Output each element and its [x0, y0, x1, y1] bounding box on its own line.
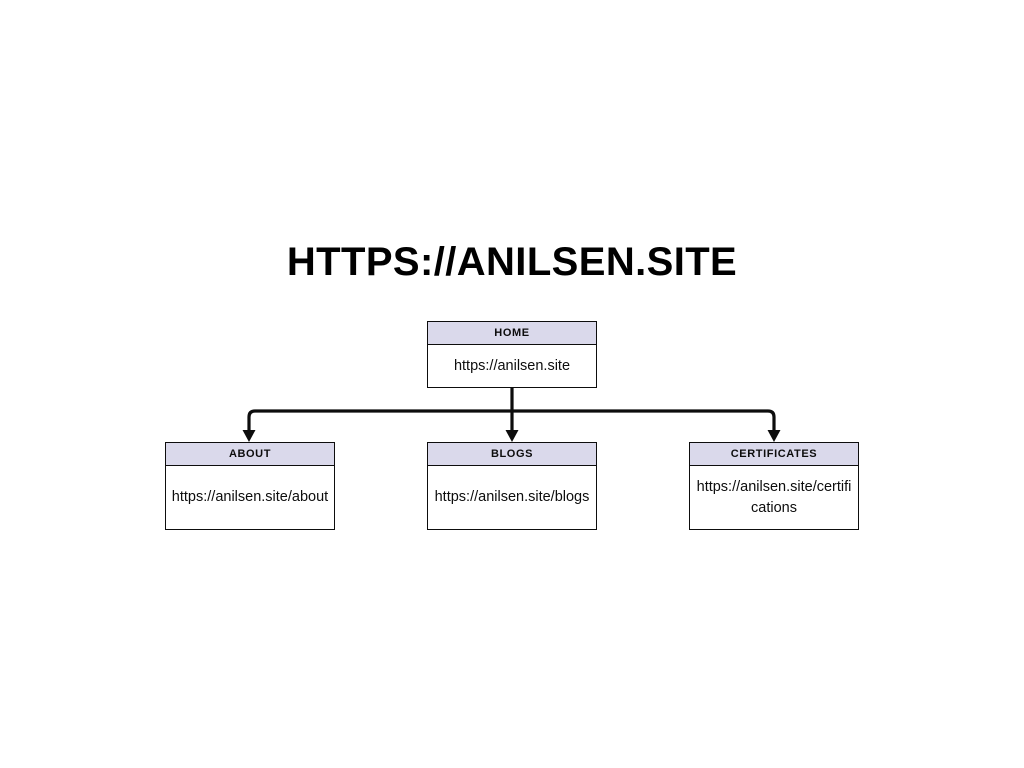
- node-home-url: https://anilsen.site: [453, 357, 571, 374]
- arrowhead-blogs: [505, 430, 519, 442]
- arrowhead-about: [242, 430, 256, 442]
- node-blogs-header: BLOGS: [428, 443, 596, 466]
- node-blogs[interactable]: BLOGS https://anilsen.site/blogs: [427, 442, 597, 530]
- arrowhead-certificates: [767, 430, 781, 442]
- node-about[interactable]: ABOUT https://anilsen.site/about: [165, 442, 335, 530]
- node-about-url: https://anilsen.site/about: [171, 489, 329, 505]
- node-certificates[interactable]: CERTIFICATES https://anilsen.site/certif…: [689, 442, 859, 530]
- node-home[interactable]: HOME https://anilsen.site: [427, 321, 597, 388]
- node-home-header: HOME: [428, 322, 596, 345]
- node-certificates-header: CERTIFICATES: [690, 443, 858, 466]
- page-title: HTTPS://ANILSEN.SITE: [286, 240, 738, 284]
- node-certificates-url: https://anilsen.site/certifications: [696, 478, 852, 516]
- connector-bus: [247, 409, 776, 436]
- node-about-header: ABOUT: [166, 443, 334, 466]
- node-blogs-url: https://anilsen.site/blogs: [434, 489, 590, 505]
